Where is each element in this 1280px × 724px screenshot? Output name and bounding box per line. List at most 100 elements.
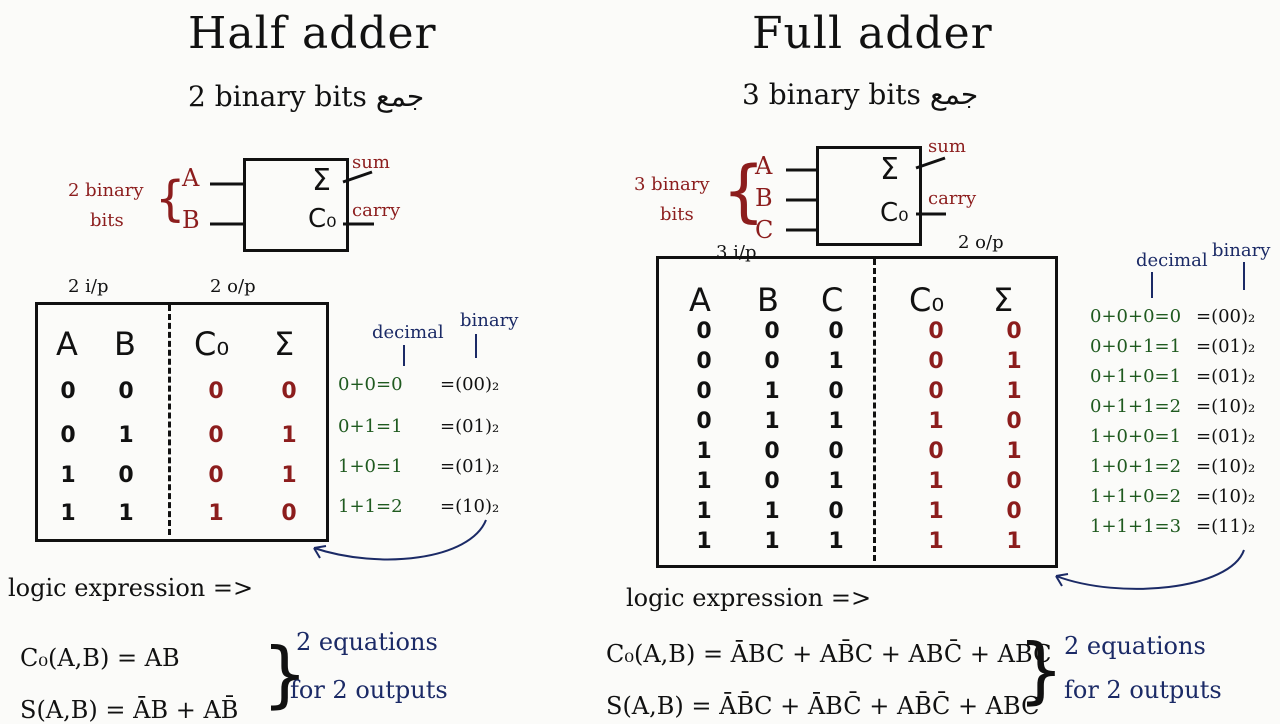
half-cell: 1	[118, 501, 134, 526]
full-cell: 0	[764, 349, 780, 374]
full-adder-title: Full adder	[752, 8, 993, 59]
half-truth-table: A B C₀ Σ 0 0 0 0 0 1 0 1 1 0 0 1 1 1 1 0	[35, 302, 329, 542]
half-block-carry-symbol: C₀	[308, 204, 337, 234]
half-cell: 1	[60, 501, 76, 526]
full-header-a: A	[689, 281, 711, 319]
half-input-a: A	[182, 164, 200, 192]
full-logic-expression-label: logic expression =>	[626, 584, 872, 612]
full-binary-3: =(10)₂	[1196, 396, 1256, 417]
full-cell: 0	[928, 319, 944, 344]
full-cell: 0	[828, 499, 844, 524]
full-cell: 1	[764, 499, 780, 524]
full-brace-note-1: 2 equations	[1064, 632, 1206, 660]
full-cell: 0	[1006, 319, 1022, 344]
half-adder-subtitle: 2 binary bits جمع	[188, 80, 425, 113]
full-cell: 0	[696, 409, 712, 434]
full-sum-equation: S(A,B) = ĀB̄C + ĀBC̄ + AB̄C̄ + ABC	[606, 692, 1040, 720]
full-cell: 1	[928, 409, 944, 434]
full-table-divider	[873, 259, 876, 561]
full-decimal-7: 1+1+1=3	[1090, 516, 1182, 537]
full-header-b: B	[757, 281, 779, 319]
full-cell: 1	[828, 529, 844, 554]
full-cell: 0	[928, 379, 944, 404]
full-output-sum-label: sum	[928, 136, 966, 157]
half-input-label-2: bits	[90, 210, 124, 231]
half-ip-label: 2 i/p	[68, 276, 109, 297]
half-wire-sum	[342, 170, 373, 184]
full-block-carry-symbol: C₀	[880, 198, 909, 228]
full-binary-0: =(00)₂	[1196, 306, 1256, 327]
half-cell: 1	[281, 463, 297, 488]
full-binary-5: =(10)₂	[1196, 456, 1256, 477]
half-cell: 0	[118, 463, 134, 488]
half-header-a: A	[56, 325, 78, 363]
half-curved-arrow-head	[313, 545, 327, 559]
full-input-c: C	[755, 216, 774, 244]
half-brace-note-1: 2 equations	[296, 628, 438, 656]
full-cell: 1	[696, 469, 712, 494]
full-header-c: C	[821, 281, 844, 319]
full-cell: 1	[928, 499, 944, 524]
half-brace-note-2: for 2 outputs	[290, 676, 448, 704]
full-binary-4: =(01)₂	[1196, 426, 1256, 447]
full-cell: 0	[828, 379, 844, 404]
full-output-carry-label: carry	[928, 188, 977, 209]
full-op-label: 2 o/p	[958, 232, 1004, 253]
full-binary-6: =(10)₂	[1196, 486, 1256, 507]
half-input-brace: {	[155, 171, 186, 227]
full-cell: 0	[696, 319, 712, 344]
full-cell: 1	[928, 469, 944, 494]
half-binary-3: =(10)₂	[440, 496, 500, 517]
half-logic-expression-label: logic expression =>	[8, 574, 254, 602]
half-op-label: 2 o/p	[210, 276, 256, 297]
full-cell: 0	[828, 319, 844, 344]
half-cell: 0	[208, 463, 224, 488]
full-cell: 1	[1006, 349, 1022, 374]
half-header-b: B	[114, 325, 136, 363]
full-decimal-1: 0+0+1=1	[1090, 336, 1182, 357]
full-cell: 1	[928, 529, 944, 554]
half-adder-title: Half adder	[188, 8, 437, 59]
full-input-b: B	[755, 184, 773, 212]
half-cell: 1	[118, 423, 134, 448]
full-cell: 1	[1006, 439, 1022, 464]
half-carry-equation: C₀(A,B) = AB	[20, 644, 180, 672]
half-cell: 1	[60, 463, 76, 488]
half-curved-arrow	[313, 519, 487, 561]
full-input-a: A	[755, 152, 773, 180]
full-cell: 0	[1006, 409, 1022, 434]
full-cell: 0	[696, 349, 712, 374]
half-cell: 0	[281, 501, 297, 526]
full-cell: 1	[764, 409, 780, 434]
full-cell: 1	[828, 349, 844, 374]
half-cell: 0	[60, 423, 76, 448]
full-cell: 0	[696, 379, 712, 404]
half-binary-1: =(01)₂	[440, 416, 500, 437]
full-decimal-5: 1+0+1=2	[1090, 456, 1182, 477]
full-header-sum: Σ	[993, 281, 1014, 319]
full-cell: 0	[764, 439, 780, 464]
half-cell: 1	[208, 501, 224, 526]
half-adder-block	[243, 158, 349, 252]
full-decimal-6: 1+1+0=2	[1090, 486, 1182, 507]
full-header-carry: C₀	[909, 281, 945, 319]
full-cell: 1	[696, 439, 712, 464]
full-decimal-0: 0+0+0=0	[1090, 306, 1182, 327]
full-curved-arrow-head	[1055, 573, 1069, 587]
half-decimal-3: 1+1=2	[338, 496, 403, 517]
full-cell: 1	[696, 529, 712, 554]
half-binary-label: binary	[460, 310, 519, 331]
full-cell: 1	[1006, 379, 1022, 404]
half-block-sum-symbol: Σ	[312, 163, 331, 198]
half-output-sum-label: sum	[352, 152, 390, 173]
half-binary-2: =(01)₂	[440, 456, 500, 477]
half-cell: 0	[208, 423, 224, 448]
half-input-b: B	[182, 206, 200, 234]
full-input-label-2: bits	[660, 204, 694, 225]
half-cell: 0	[281, 379, 297, 404]
full-decimal-2: 0+1+0=1	[1090, 366, 1182, 387]
full-cell: 1	[764, 529, 780, 554]
full-cell: 0	[828, 439, 844, 464]
half-decimal-0: 0+0=0	[338, 374, 403, 395]
